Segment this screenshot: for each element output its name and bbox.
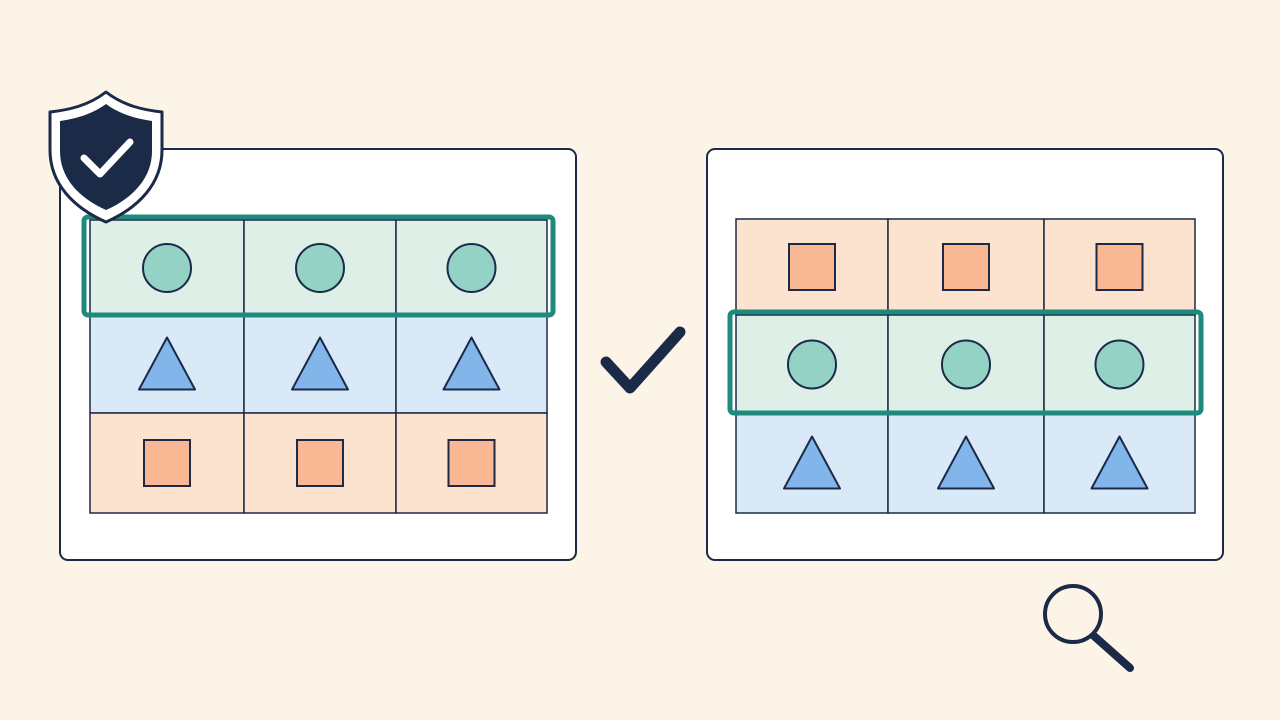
circle-shape bbox=[941, 339, 991, 390]
checkmark-icon bbox=[600, 326, 686, 394]
circle-shape bbox=[787, 339, 837, 390]
triangle-shape bbox=[138, 336, 196, 391]
grid-row-square bbox=[89, 412, 548, 514]
square-shape bbox=[1095, 243, 1144, 291]
triangle-shape bbox=[291, 336, 349, 391]
square-shape bbox=[447, 439, 496, 487]
square-shape bbox=[788, 243, 836, 291]
row-highlight-frame bbox=[81, 214, 556, 318]
circle-shape bbox=[295, 243, 345, 293]
shield-check-icon bbox=[48, 90, 164, 224]
square-shape bbox=[296, 439, 344, 487]
grid-row-circle bbox=[89, 219, 548, 317]
square-shape bbox=[143, 439, 191, 487]
right-grid-panel bbox=[706, 148, 1224, 561]
grid-row-circle bbox=[735, 314, 1196, 415]
circle-shape bbox=[1094, 339, 1145, 390]
circle-shape bbox=[446, 243, 497, 293]
triangle-shape bbox=[442, 336, 501, 391]
magnifier-lens bbox=[1043, 584, 1103, 644]
left-grid-panel bbox=[59, 148, 577, 561]
triangle-shape bbox=[1090, 435, 1149, 490]
square-shape bbox=[942, 243, 990, 291]
circle-shape bbox=[142, 243, 192, 293]
magnifier-icon bbox=[1043, 584, 1134, 672]
grid-row-triangle bbox=[735, 413, 1196, 514]
magnifier-handle bbox=[1090, 632, 1134, 672]
row-highlight-frame bbox=[727, 309, 1204, 416]
triangle-shape bbox=[937, 435, 995, 490]
shield-inner bbox=[60, 104, 152, 210]
shield-check-mark bbox=[80, 138, 134, 178]
triangle-shape bbox=[783, 435, 841, 490]
grid-row-square bbox=[735, 218, 1196, 316]
grid-row-triangle bbox=[89, 315, 548, 414]
